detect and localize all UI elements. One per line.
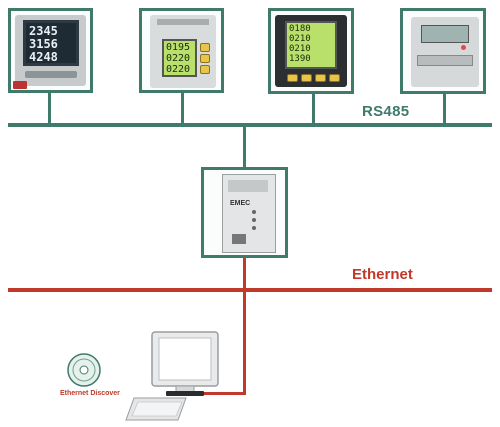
energy-meter-icon	[400, 8, 486, 94]
meter-2-top-slot	[157, 19, 209, 25]
meter-3-button-2	[301, 74, 312, 82]
meter-3-reading-4: 1390	[289, 54, 311, 64]
gateway-port	[232, 234, 246, 244]
power-meter-icon: 2345 3156 4248	[8, 8, 93, 93]
ethernet-label: Ethernet	[352, 266, 413, 283]
meter-3-button-4	[329, 74, 340, 82]
meter-2-reading-2: 0220	[166, 53, 191, 64]
ethernet-bus-line	[8, 288, 492, 292]
gateway-top-slot	[228, 180, 268, 192]
meter-4-terminals	[417, 55, 473, 66]
meter-3-button-1	[287, 74, 298, 82]
meter-2-button-1	[200, 43, 210, 52]
din-rail-meter-icon: 0195 0220 0220	[139, 8, 224, 93]
computer-monitor-icon	[151, 331, 219, 396]
software-cd-icon	[67, 353, 101, 387]
meter-3-reading-2: 0210	[289, 34, 311, 44]
meter-3-reading-1: 0180	[289, 24, 311, 34]
gateway-ethernet-drop	[243, 258, 246, 290]
gateway-led-1	[252, 210, 256, 214]
meter-1-terminal	[13, 81, 27, 89]
meter-2-button-3	[200, 65, 210, 74]
meter-2-display: 0195 0220 0220	[162, 39, 197, 77]
gateway-led-3	[252, 226, 256, 230]
meter-1-button-strip	[25, 71, 77, 78]
meter-2-reading-1: 0195	[166, 42, 191, 53]
rs485-label: RS485	[362, 103, 410, 120]
rs485-drop-2	[181, 92, 184, 125]
gateway-led-2	[252, 218, 256, 222]
meter-1-reading-1: 2345	[29, 24, 58, 38]
pc-ethernet-link	[200, 392, 246, 395]
meter-4-led	[461, 45, 466, 50]
meter-3-reading-3: 0210	[289, 44, 311, 54]
pc-ethernet-drop	[243, 290, 246, 394]
gateway-drop	[243, 125, 246, 170]
rs485-drop-3	[312, 92, 315, 125]
software-caption: Ethernet Discover	[60, 390, 120, 397]
rs485-bus-line	[8, 123, 492, 127]
meter-1-display: 2345 3156 4248	[23, 20, 79, 66]
meter-2-button-2	[200, 54, 210, 63]
meter-1-reading-3: 4248	[29, 50, 58, 64]
keyboard-icon	[125, 397, 187, 421]
meter-1-reading-2: 3156	[29, 37, 58, 51]
panel-meter-icon: 0180 0210 0210 1390	[268, 8, 354, 94]
rs485-drop-1	[48, 92, 51, 125]
rs485-drop-4	[443, 92, 446, 125]
ethernet-gateway-icon: EMEC	[201, 167, 288, 258]
gateway-label: EMEC	[230, 200, 251, 207]
meter-3-button-3	[315, 74, 326, 82]
meter-4-display	[421, 25, 469, 43]
meter-2-reading-3: 0220	[166, 64, 191, 75]
meter-3-display: 0180 0210 0210 1390	[285, 21, 337, 69]
